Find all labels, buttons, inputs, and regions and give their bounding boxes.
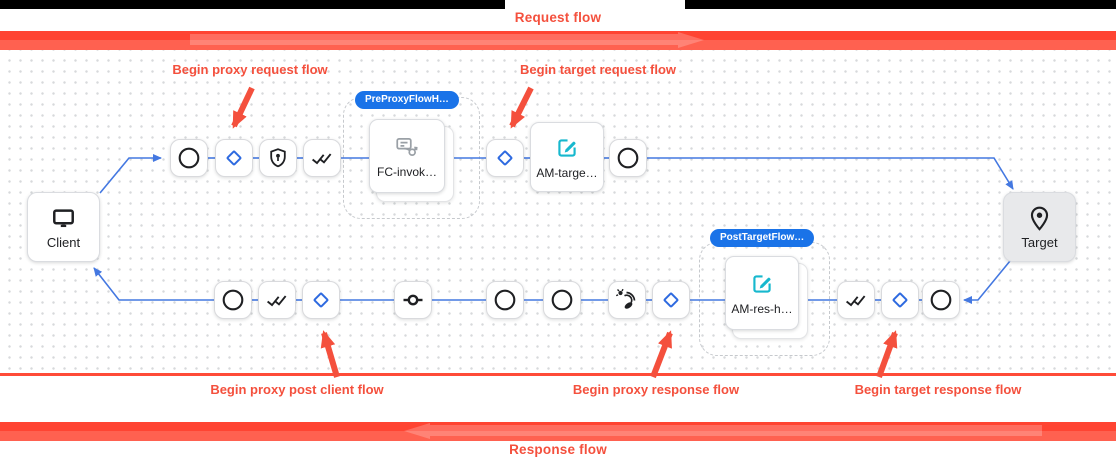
edit-square-icon	[753, 274, 771, 293]
assign-message-target-policy-card[interactable]: AM-targe…	[530, 122, 604, 192]
response-step-target-response-flow-start[interactable]	[881, 281, 919, 319]
circle-icon	[494, 289, 516, 311]
client-node[interactable]: Client	[27, 192, 100, 262]
double-check-icon	[846, 295, 866, 307]
left-arrow-icon	[404, 423, 430, 439]
signal-waves-icon	[615, 288, 636, 309]
annotation-proxy-request: Begin proxy request flow	[172, 62, 328, 77]
response-step-verify[interactable]	[258, 281, 296, 319]
double-check-icon	[267, 295, 287, 307]
top-border-gap	[505, 0, 685, 9]
circle-icon	[178, 147, 200, 169]
annotation-target-request: Begin target request flow	[519, 62, 677, 77]
response-step-circle-2[interactable]	[486, 281, 524, 319]
request-flow-arrow-bar	[0, 31, 1116, 50]
policy-label: AM-targe…	[536, 165, 598, 180]
request-flow-label: Request flow	[514, 10, 602, 25]
annotation-proxy-response: Begin proxy response flow	[572, 382, 740, 397]
response-step-connector[interactable]	[394, 281, 432, 319]
diamond-icon	[497, 150, 513, 166]
response-step-proxy-response-flow-start[interactable]	[652, 281, 690, 319]
monitor-icon	[53, 208, 74, 227]
request-step-circle-end[interactable]	[609, 139, 647, 177]
pre-proxy-flow-hook-badge[interactable]: PreProxyFlowH…	[355, 91, 459, 109]
canvas-bottom-border	[0, 373, 1116, 376]
flow-editor-canvas[interactable]	[0, 50, 1116, 373]
circle-icon	[930, 289, 952, 311]
response-step-circle-4[interactable]	[922, 281, 960, 319]
diamond-icon	[313, 292, 329, 308]
commit-node-icon	[403, 294, 423, 306]
response-step-logging[interactable]	[608, 281, 646, 319]
policy-label: FC-invok…	[376, 164, 437, 179]
diamond-icon	[226, 150, 242, 166]
annotation-target-response: Begin target response flow	[854, 382, 1022, 397]
policy-label: AM-res-h…	[731, 301, 793, 316]
request-step-target-flow-start[interactable]	[486, 139, 524, 177]
diamond-icon	[663, 292, 679, 308]
flow-callout-policy-card[interactable]: FC-invok…	[369, 119, 445, 193]
target-label: Target	[1021, 234, 1058, 250]
location-pin-icon	[1030, 206, 1049, 231]
right-arrow-icon	[678, 32, 704, 48]
client-label: Client	[46, 234, 81, 250]
double-check-icon	[312, 153, 332, 165]
request-step-verify[interactable]	[303, 139, 341, 177]
assign-message-response-policy-card[interactable]: AM-res-h…	[725, 256, 799, 330]
flow-callout-icon	[396, 137, 418, 156]
shield-icon	[270, 148, 286, 168]
annotation-proxy-post-client: Begin proxy post client flow	[210, 382, 384, 397]
request-step-proxy-flow-start[interactable]	[215, 139, 253, 177]
left-arrow-body	[430, 425, 1042, 436]
circle-icon	[222, 289, 244, 311]
circle-icon	[551, 289, 573, 311]
circle-icon	[617, 147, 639, 169]
response-step-circle[interactable]	[214, 281, 252, 319]
edit-square-icon	[558, 138, 576, 157]
response-step-circle-3[interactable]	[543, 281, 581, 319]
target-node[interactable]: Target	[1003, 192, 1076, 262]
request-step-security[interactable]	[259, 139, 297, 177]
response-flow-label: Response flow	[509, 442, 607, 457]
post-target-flow-hook-badge[interactable]: PostTargetFlow…	[710, 229, 815, 247]
diamond-icon	[892, 292, 908, 308]
response-flow-arrow-bar	[0, 422, 1116, 441]
response-step-post-client-flow-start[interactable]	[302, 281, 340, 319]
right-arrow-body	[190, 34, 678, 45]
response-step-verify-2[interactable]	[837, 281, 875, 319]
request-step-circle[interactable]	[170, 139, 208, 177]
